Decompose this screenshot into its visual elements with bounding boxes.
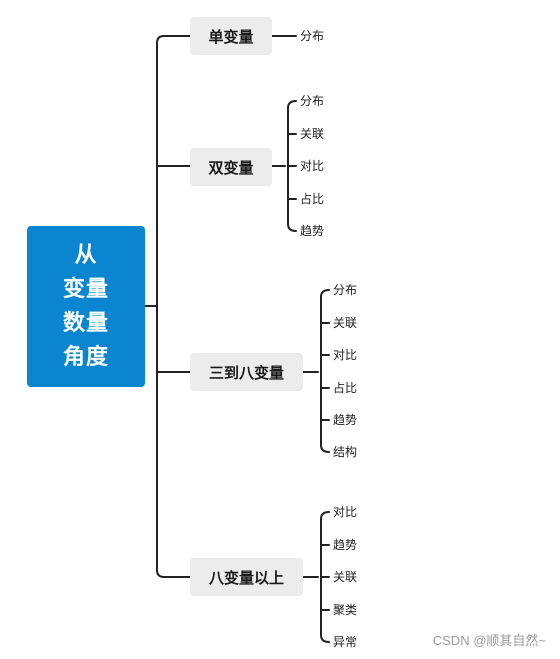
leaf-item: 关联	[333, 570, 358, 584]
root-node[interactable]: 从 变量 数量 角度	[27, 226, 145, 387]
leaf-item: 占比	[300, 192, 325, 206]
leaf-item: 趋势	[333, 538, 358, 552]
bracket-3	[320, 289, 330, 453]
branch-label: 双变量	[208, 158, 254, 177]
leaf-item: 对比	[333, 505, 358, 519]
leaf-item: 分布	[300, 29, 325, 43]
leaf-item: 对比	[333, 348, 358, 362]
leaf-item: 聚类	[333, 603, 358, 617]
leaf-item: 异常	[333, 635, 358, 649]
leaf-item: 趋势	[300, 224, 325, 238]
leaf-item: 结构	[333, 445, 358, 459]
leaf-item: 占比	[333, 381, 358, 395]
branch-label: 八变量以上	[208, 568, 284, 587]
leaf-item: 关联	[300, 127, 325, 141]
root-label: 从 变量 数量 角度	[62, 242, 109, 370]
leaf-item: 趋势	[333, 413, 358, 427]
branch-node-two-variables[interactable]: 双变量	[190, 148, 272, 186]
branch-node-single-variable[interactable]: 单变量	[190, 17, 272, 55]
leaf-item: 分布	[300, 94, 325, 108]
branch-node-more-than-eight-variables[interactable]: 八变量以上	[190, 558, 303, 596]
leaf-item: 对比	[300, 159, 325, 173]
branch-node-three-to-eight-variables[interactable]: 三到八变量	[190, 353, 303, 391]
branch-label: 三到八变量	[208, 363, 284, 382]
leaf-item: 关联	[333, 316, 358, 330]
branch-label: 单变量	[208, 27, 254, 46]
leaf-item: 分布	[333, 283, 358, 297]
trunk-line	[156, 35, 165, 578]
watermark: CSDN @顺其自然~	[432, 633, 546, 648]
